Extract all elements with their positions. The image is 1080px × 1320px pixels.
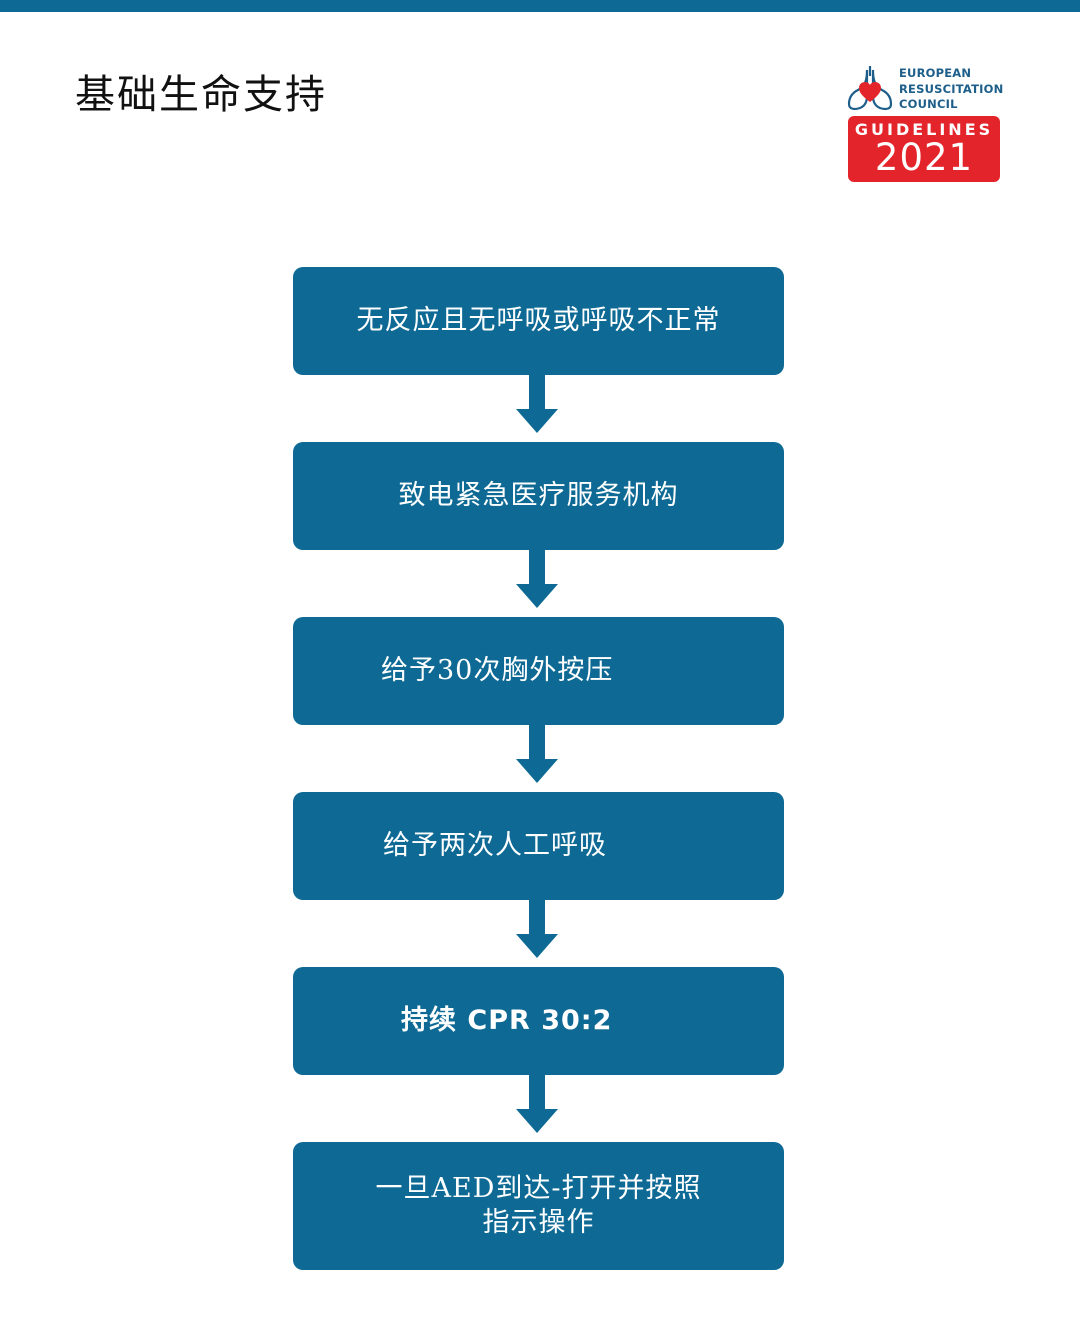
flow-step-6: 一旦AED到达-打开并按照指示操作 — [293, 1142, 784, 1270]
flow-step-3: 给予30次胸外按压 — [293, 617, 784, 725]
step-label: 给予两次人工呼吸 — [383, 830, 607, 861]
down-arrow-icon — [516, 900, 558, 958]
down-arrow-icon — [516, 375, 558, 433]
guidelines-badge: GUIDELINES 2021 — [848, 116, 1000, 182]
erc-guidelines-logo: EUROPEAN RESUSCITATION COUNCIL GUIDELINE… — [846, 62, 1003, 184]
top-accent-bar — [0, 0, 1080, 12]
page-title: 基础生命支持 — [75, 72, 327, 118]
flow-step-2: 致电紧急医疗服务机构 — [293, 442, 784, 550]
logo-org-name: EUROPEAN RESUSCITATION COUNCIL — [899, 66, 1003, 113]
down-arrow-icon — [516, 725, 558, 783]
badge-guidelines-text: GUIDELINES — [854, 120, 994, 139]
step-label: 无反应且无呼吸或呼吸不正常 — [356, 305, 721, 336]
step-label: 持续 CPR 30:2 — [401, 1005, 613, 1036]
step-label: 致电紧急医疗服务机构 — [398, 480, 679, 511]
logo-org-line: RESUSCITATION — [899, 81, 1004, 96]
logo-org-line: COUNCIL — [899, 97, 958, 111]
step-label: 一旦AED到达-打开并按照指示操作 — [375, 1173, 702, 1238]
lungs-heart-icon — [847, 66, 893, 111]
down-arrow-icon — [516, 1075, 558, 1133]
logo-org-line: EUROPEAN — [899, 66, 972, 80]
flow-step-5: 持续 CPR 30:2 — [293, 967, 784, 1075]
step-label: 给予30次胸外按压 — [381, 655, 614, 686]
flow-step-4: 给予两次人工呼吸 — [293, 792, 784, 900]
flow-step-1: 无反应且无呼吸或呼吸不正常 — [293, 267, 784, 375]
badge-year-text: 2021 — [874, 136, 974, 179]
down-arrow-icon — [516, 550, 558, 608]
